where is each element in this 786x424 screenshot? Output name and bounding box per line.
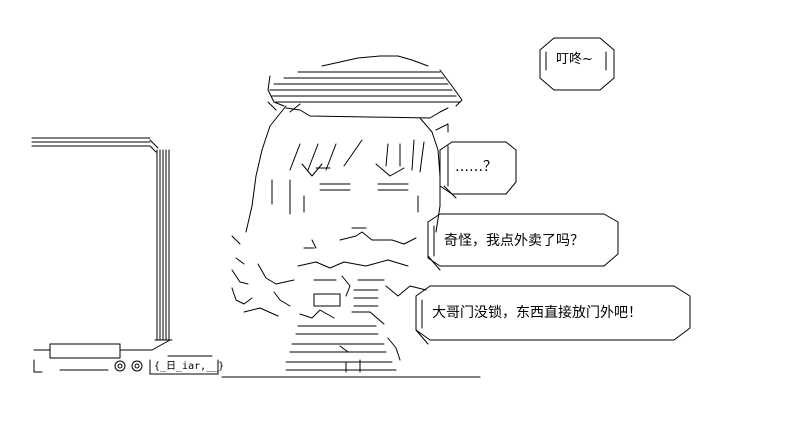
speech-bubble-puzzled xyxy=(427,213,619,271)
speech-bubble-doorbell xyxy=(539,37,615,91)
bubble-text-question: ……？ xyxy=(455,159,497,175)
bubble-text-reply: 大哥门没锁，东西直接放门外吧！ xyxy=(432,305,642,321)
bubble-text-doorbell: 叮咚~ xyxy=(556,52,593,67)
character-hat xyxy=(267,55,463,119)
door-frame xyxy=(31,137,173,341)
speech-bubble-question xyxy=(435,123,517,199)
character-head xyxy=(231,105,441,265)
bubble-text-puzzled: 奇怪，我点外卖了吗？ xyxy=(444,233,584,249)
speech-bubble-reply xyxy=(415,285,691,345)
floor-step xyxy=(33,339,481,378)
sign-text: {_日_iar,__} xyxy=(154,361,224,372)
character-body xyxy=(231,259,427,373)
